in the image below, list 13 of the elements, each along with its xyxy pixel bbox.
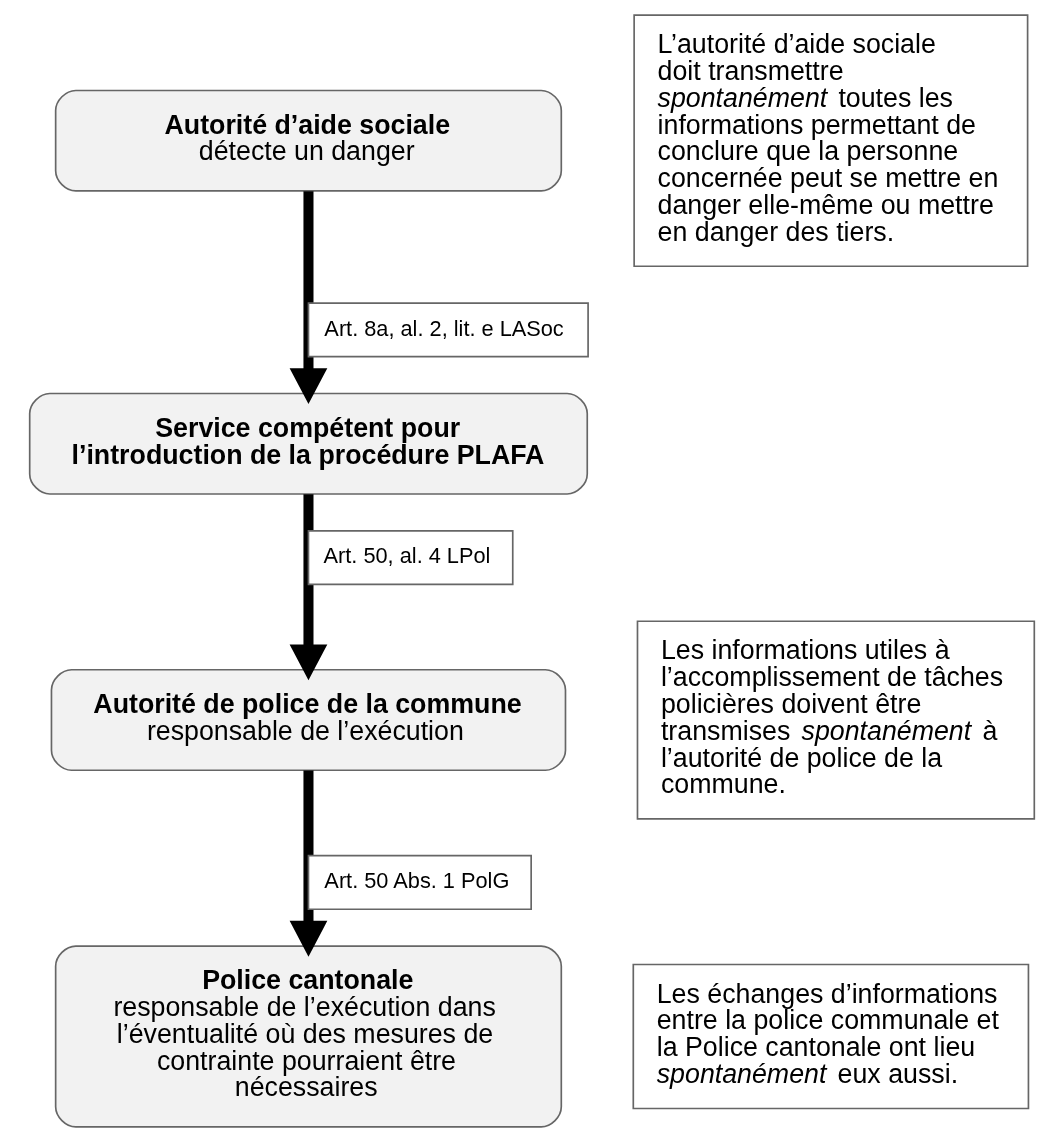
arrow <box>289 191 327 405</box>
node-box: Autorité d’aide sociale détecte un danger <box>54 89 562 192</box>
node-box: Les informations utiles à l’accomplissement de tâches policières doivent être transmises spontanément à l’autorité de police de la commune. <box>636 620 1035 820</box>
edge-label: Art. 50 Abs. 1 PolG <box>323 868 509 894</box>
node-box: Service compétent pour l’introduction de la procédure PLAFA <box>28 392 588 495</box>
edge-label: Art. 8a, al. 2, lit. e LASoc <box>323 315 564 341</box>
node-box: Police cantonale responsable de l’exécution dans l’éventualité où des mesures de contrainte pourraient être nécessaires <box>54 945 562 1128</box>
arrow <box>289 494 327 681</box>
node-box: Autorité de police de la commune responsable de l’exécution <box>50 668 566 772</box>
node-box: L’autorité d’aide sociale doit transmettre spontanément toutes les informations permettant de conclure que la personne concernée peut se mettre en danger elle-même ou mettre en danger des tiers. <box>632 14 1028 268</box>
edge-label: Art. 50, al. 4 LPol <box>323 543 490 569</box>
arrow <box>289 770 327 957</box>
node-box: Les échanges d’informations entre la police communale et la Police cantonale ont lieu spontanément eux aussi. <box>631 963 1029 1110</box>
